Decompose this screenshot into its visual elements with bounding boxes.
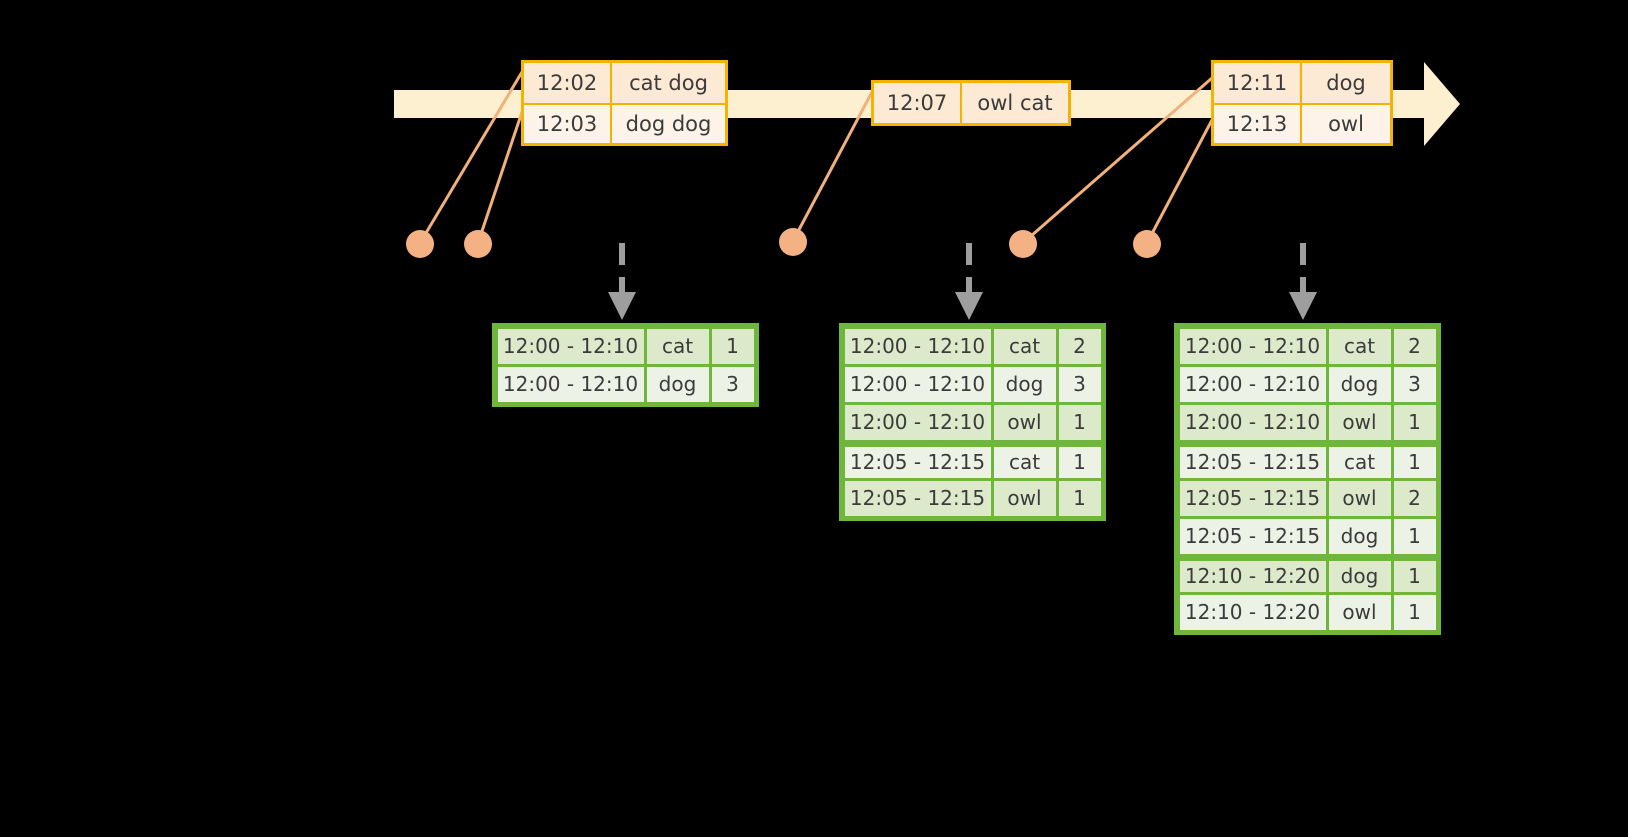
table-row[interactable]: 12:10 - 12:20 dog 1 [1178,555,1437,593]
table-row[interactable]: 12:05 - 12:15 cat 1 [843,441,1102,479]
cell-count: 2 [1393,480,1436,516]
table-row[interactable]: 12:00 - 12:10 cat 2 [843,327,1102,365]
cell-window: 12:05 - 12:15 [844,480,991,516]
cell-window: 12:00 - 12:10 [497,366,644,402]
cell-key: owl [993,480,1056,516]
event-value: owl [1302,105,1390,143]
cell-window: 12:05 - 12:15 [1179,446,1326,478]
cell-key: owl [993,404,1056,440]
cell-key: dog [993,366,1056,402]
cell-key: owl [1328,480,1391,516]
cell-window: 12:05 - 12:15 [1179,518,1326,554]
timeline-event-row[interactable]: 12:13 owl [1214,103,1390,143]
cell-count: 1 [1058,480,1101,516]
event-time: 12:02 [524,63,612,103]
timeline-event-row[interactable]: 12:11 dog [1214,63,1390,103]
table-row[interactable]: 12:00 - 12:10 owl 1 [1178,403,1437,441]
cell-count: 2 [1058,328,1101,364]
table-row[interactable]: 12:10 - 12:20 owl 1 [1178,593,1437,631]
table-row[interactable]: 12:00 - 12:10 owl 1 [843,403,1102,441]
cell-count: 1 [1393,518,1436,554]
cell-count: 1 [1393,404,1436,440]
cell-window: 12:00 - 12:10 [844,328,991,364]
cell-key: cat [993,446,1056,478]
cell-count: 1 [1393,446,1436,478]
cell-window: 12:00 - 12:10 [497,328,644,364]
table-row[interactable]: 12:00 - 12:10 dog 3 [496,365,755,403]
event-value: owl cat [962,83,1068,123]
cell-count: 1 [1058,404,1101,440]
event-value: dog dog [612,105,725,143]
table-row[interactable]: 12:05 - 12:15 owl 1 [843,479,1102,517]
table-row[interactable]: 12:05 - 12:15 cat 1 [1178,441,1437,479]
cell-key: dog [1328,518,1391,554]
dot-event-12-02 [406,230,434,258]
cell-window: 12:00 - 12:10 [1179,328,1326,364]
dot-event-12-07 [779,228,807,256]
event-time: 12:07 [874,83,962,123]
timeline-event-row[interactable]: 12:07 owl cat [874,83,1068,123]
table-row[interactable]: 12:00 - 12:10 cat 2 [1178,327,1437,365]
table-row[interactable]: 12:00 - 12:10 dog 3 [1178,365,1437,403]
event-time: 12:11 [1214,63,1302,103]
cell-count: 3 [711,366,754,402]
cell-window: 12:05 - 12:15 [844,446,991,478]
dot-event-12-13 [1133,230,1161,258]
cell-count: 1 [1393,560,1436,592]
cell-window: 12:00 - 12:10 [1179,404,1326,440]
dot-event-12-03 [464,230,492,258]
timeline-event-group-1[interactable]: 12:02 cat dog 12:03 dog dog [521,60,728,146]
table-row[interactable]: 12:00 - 12:10 dog 3 [843,365,1102,403]
cell-key: cat [993,328,1056,364]
event-time: 12:03 [524,105,612,143]
result-table-3[interactable]: 12:00 - 12:10 cat 2 12:00 - 12:10 dog 3 … [1174,323,1441,635]
cell-count: 3 [1393,366,1436,402]
cell-count: 1 [711,328,754,364]
cell-window: 12:00 - 12:10 [844,366,991,402]
cell-key: owl [1328,594,1391,630]
result-table-2[interactable]: 12:00 - 12:10 cat 2 12:00 - 12:10 dog 3 … [839,323,1106,521]
dashed-arrows [608,243,1317,320]
cell-key: cat [646,328,709,364]
timeline-event-group-3[interactable]: 12:11 dog 12:13 owl [1211,60,1393,146]
cell-key: dog [646,366,709,402]
dot-event-12-11 [1009,230,1037,258]
event-connector-dots [406,228,1161,258]
cell-key: dog [1328,560,1391,592]
timeline-event-row[interactable]: 12:02 cat dog [524,63,725,103]
cell-window: 12:00 - 12:10 [844,404,991,440]
table-row[interactable]: 12:05 - 12:15 dog 1 [1178,517,1437,555]
cell-window: 12:10 - 12:20 [1179,594,1326,630]
cell-key: cat [1328,446,1391,478]
table-row[interactable]: 12:05 - 12:15 owl 2 [1178,479,1437,517]
cell-window: 12:10 - 12:20 [1179,560,1326,592]
cell-count: 2 [1393,328,1436,364]
event-time: 12:13 [1214,105,1302,143]
event-value: cat dog [612,63,725,103]
result-table-1[interactable]: 12:00 - 12:10 cat 1 12:00 - 12:10 dog 3 [492,323,759,407]
cell-count: 1 [1393,594,1436,630]
cell-key: cat [1328,328,1391,364]
timeline-event-row[interactable]: 12:03 dog dog [524,103,725,143]
cell-window: 12:00 - 12:10 [1179,366,1326,402]
cell-key: owl [1328,404,1391,440]
cell-count: 3 [1058,366,1101,402]
table-row[interactable]: 12:00 - 12:10 cat 1 [496,327,755,365]
event-value: dog [1302,63,1390,103]
cell-count: 1 [1058,446,1101,478]
cell-key: dog [1328,366,1391,402]
cell-window: 12:05 - 12:15 [1179,480,1326,516]
timeline-event-group-2[interactable]: 12:07 owl cat [871,80,1071,126]
